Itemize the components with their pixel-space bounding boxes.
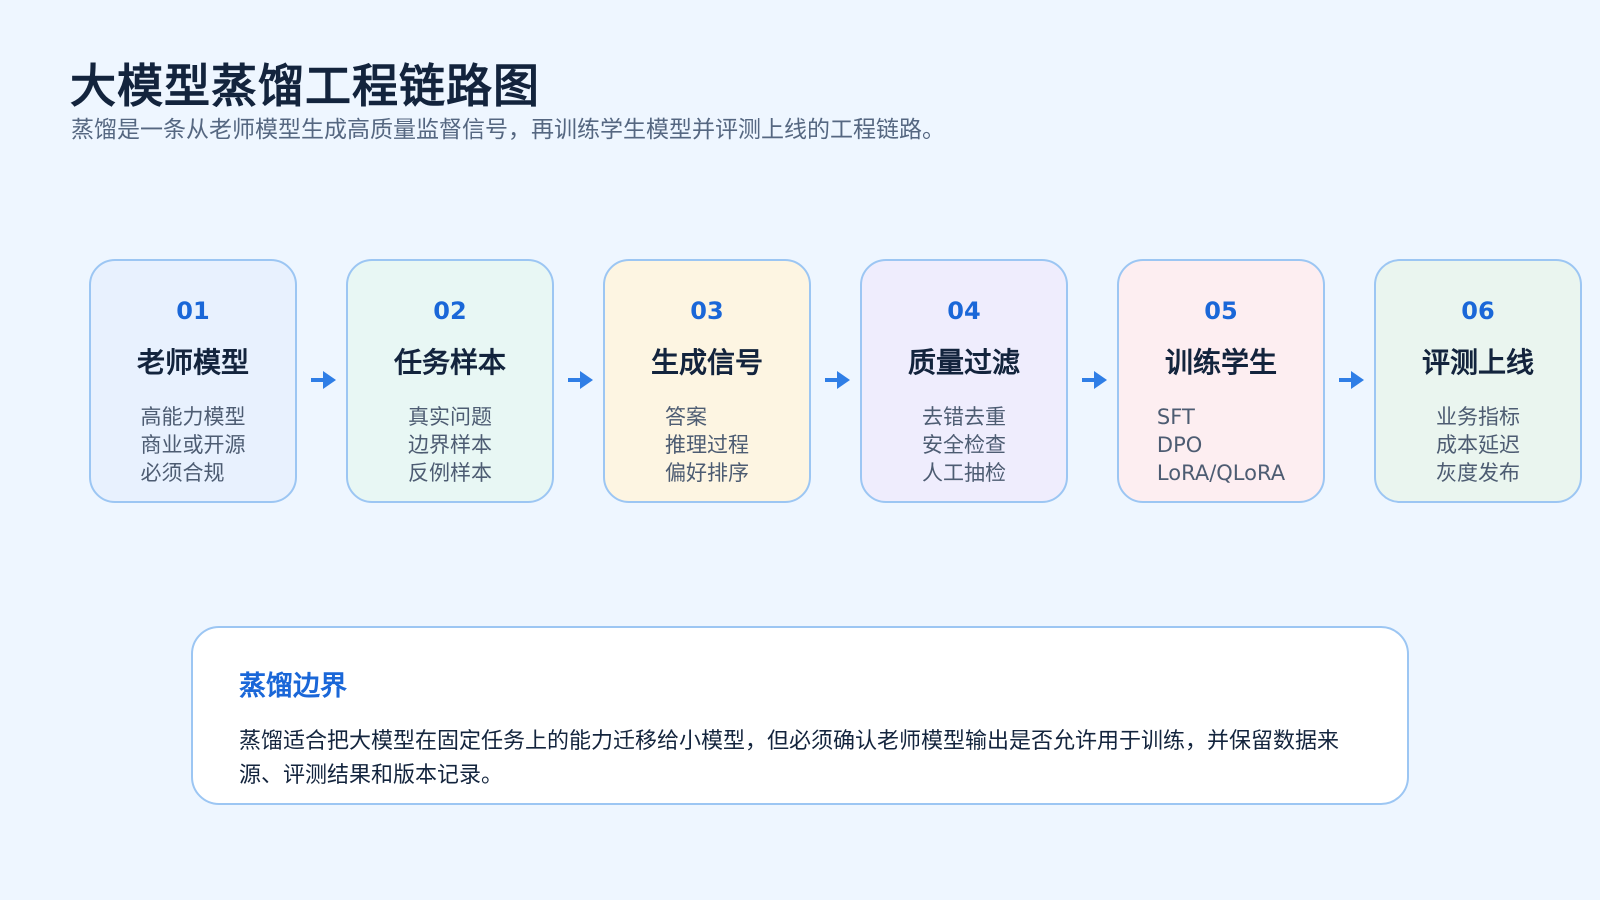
note-title: 蒸馏边界 [239,671,347,702]
step-detail-list: 高能力模型 商业或开源 必须合规 [141,403,246,487]
step-card-generate-signals: 03 生成信号 答案 推理过程 偏好排序 [603,259,811,503]
step-detail-item: 高能力模型 [140,405,246,429]
step-detail-item: 安全检查 [922,433,1006,457]
page-title: 大模型蒸馏工程链路图 [70,59,540,113]
step-detail-list: 真实问题 边界样本 反例样本 [408,403,492,487]
step-detail-item: 商业或开源 [140,433,246,457]
step-detail-item: 答案 [665,405,707,429]
step-detail-item: LoRA/QLoRA [1156,461,1286,485]
step-number: 03 [690,297,724,325]
arrow-head [580,371,593,389]
flow-arrow-icon [568,371,593,389]
arrow-shaft [825,378,838,382]
step-detail-item: 必须合规 [140,461,225,485]
step-detail-list: 业务指标 成本延迟 灰度发布 [1436,403,1520,487]
flow-arrow-icon [825,371,850,389]
step-title: 质量过滤 [907,346,1020,379]
step-card-quality-filter: 04 质量过滤 去错去重 安全检查 人工抽检 [860,259,1068,503]
step-detail-item: 去错去重 [922,405,1006,429]
page-subtitle: 蒸馏是一条从老师模型生成高质量监督信号，再训练学生模型并评测上线的工程链路。 [71,117,945,143]
step-detail-list: SFT DPO LoRA/QLoRA [1157,403,1285,487]
step-number: 04 [947,297,981,325]
boundary-note-card: 蒸馏边界 蒸馏适合把大模型在固定任务上的能力迁移给小模型，但必须确认老师模型输出… [191,626,1409,805]
step-number: 02 [433,297,467,325]
step-number: 05 [1204,297,1238,325]
step-detail-item: 人工抽检 [922,461,1006,485]
step-detail-list: 答案 推理过程 偏好排序 [665,403,749,487]
flow-arrow-icon [1082,371,1107,389]
step-detail-item: SFT [1156,405,1195,429]
arrow-shaft [1339,378,1352,382]
step-title: 任务样本 [393,346,506,379]
step-detail-list: 去错去重 安全检查 人工抽检 [922,403,1006,487]
step-detail-item: 边界样本 [408,433,492,457]
arrow-head [1351,371,1364,389]
step-title: 训练学生 [1164,346,1277,379]
step-detail-item: 业务指标 [1436,405,1520,429]
step-detail-item: 真实问题 [408,405,492,429]
arrow-shaft [1082,378,1095,382]
step-number: 06 [1461,297,1495,325]
arrow-shaft [568,378,581,382]
step-card-task-samples: 02 任务样本 真实问题 边界样本 反例样本 [346,259,554,503]
step-detail-item: DPO [1156,433,1203,457]
step-detail-item: 反例样本 [408,461,492,485]
flow-arrow-icon [1339,371,1364,389]
arrow-shaft [311,378,324,382]
step-card-train-student: 05 训练学生 SFT DPO LoRA/QLoRA [1117,259,1325,503]
arrow-head [323,371,336,389]
step-detail-item: 推理过程 [665,433,749,457]
note-body: 蒸馏适合把大模型在固定任务上的能力迁移给小模型，但必须确认老师模型输出是否允许用… [239,729,1340,788]
step-card-evaluate-deploy: 06 评测上线 业务指标 成本延迟 灰度发布 [1374,259,1582,503]
step-detail-item: 成本延迟 [1436,433,1520,457]
arrow-head [1094,371,1107,389]
step-detail-item: 偏好排序 [665,461,749,485]
step-card-teacher-model: 01 老师模型 高能力模型 商业或开源 必须合规 [89,259,297,503]
arrow-head [837,371,850,389]
step-title: 老师模型 [136,346,249,379]
step-detail-item: 灰度发布 [1436,461,1520,485]
step-title: 生成信号 [650,346,763,379]
flow-arrow-icon [311,371,336,389]
step-number: 01 [176,297,210,325]
step-title: 评测上线 [1421,346,1534,379]
